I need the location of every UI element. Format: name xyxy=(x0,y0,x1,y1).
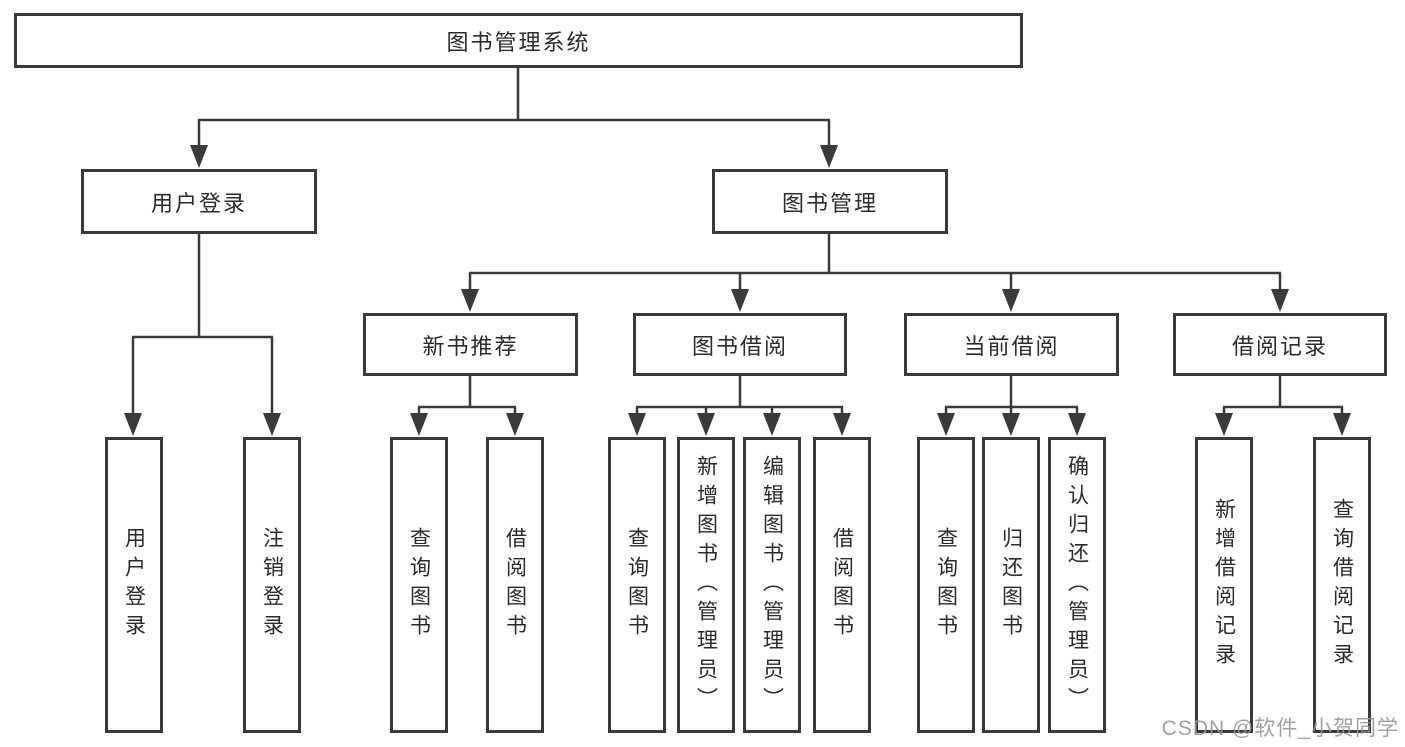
leaf-user-login: 用户登录 xyxy=(105,437,163,733)
leaf-logout: 注销登录 xyxy=(243,437,301,733)
leaf-confirm-return-admin: 确认归还（管理员） xyxy=(1048,437,1106,733)
leaf-query-books-current: 查询图书 xyxy=(917,437,975,733)
leaf-query-books-recommend: 查询图书 xyxy=(390,437,448,733)
leaf-edit-books-admin: 编辑图书（管理员） xyxy=(743,437,801,733)
leaf-borrow-books: 借阅图书 xyxy=(813,437,871,733)
leaf-return-books: 归还图书 xyxy=(982,437,1040,733)
leaf-query-books-borrow: 查询图书 xyxy=(608,437,666,733)
node-book-borrow: 图书借阅 xyxy=(633,313,847,376)
node-new-book-recommend: 新书推荐 xyxy=(363,313,578,376)
leaf-borrow-books-recommend: 借阅图书 xyxy=(486,437,544,733)
leaf-add-borrow-record: 新增借阅记录 xyxy=(1195,437,1253,733)
node-borrow-record: 借阅记录 xyxy=(1173,313,1387,376)
node-book-management: 图书管理 xyxy=(712,169,948,234)
node-current-borrow: 当前借阅 xyxy=(904,313,1119,376)
node-user-login: 用户登录 xyxy=(81,169,317,234)
csdn-watermark: CSDN @软件_小贺同学 xyxy=(1161,717,1399,740)
leaf-add-books-admin: 新增图书（管理员） xyxy=(677,437,735,733)
node-root-library-system: 图书管理系统 xyxy=(14,13,1023,68)
leaf-query-borrow-record: 查询借阅记录 xyxy=(1313,437,1371,733)
